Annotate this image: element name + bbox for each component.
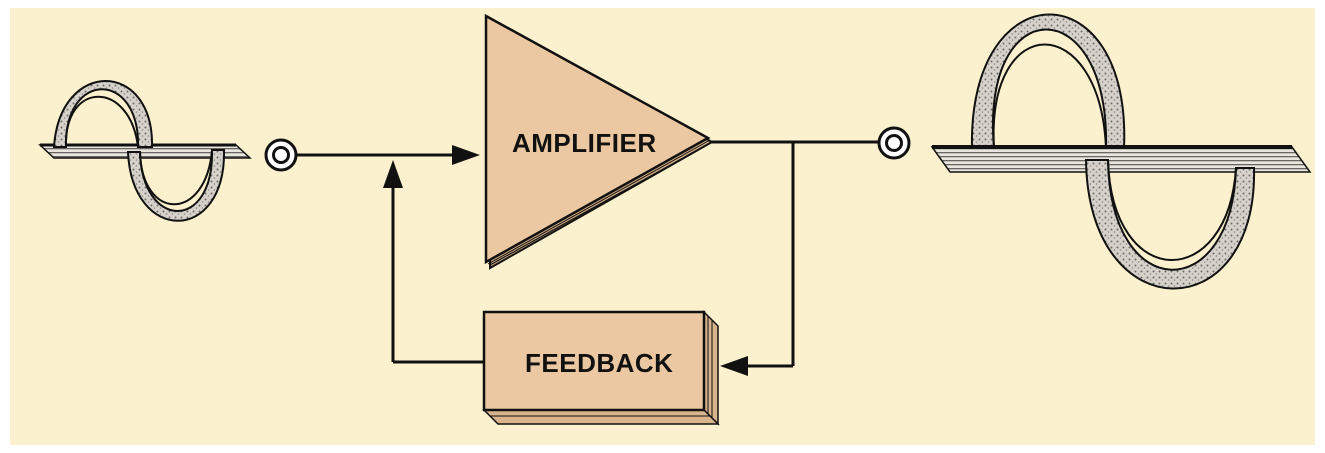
input-signal-icon <box>38 80 252 222</box>
arrow-into-feedback-icon <box>720 356 748 376</box>
feedback-block: FEEDBACK <box>482 310 720 426</box>
arrow-into-amplifier-icon <box>452 145 480 165</box>
output-signal-icon <box>930 13 1312 290</box>
arrow-up-to-summing-icon <box>383 160 403 188</box>
amplifier-block: AMPLIFIER <box>484 13 715 270</box>
feedback-label: FEEDBACK <box>525 348 673 378</box>
signal-path <box>296 140 878 368</box>
amplifier-label: AMPLIFIER <box>512 128 657 158</box>
output-terminal-icon <box>877 126 911 160</box>
input-terminal-icon <box>264 138 298 172</box>
